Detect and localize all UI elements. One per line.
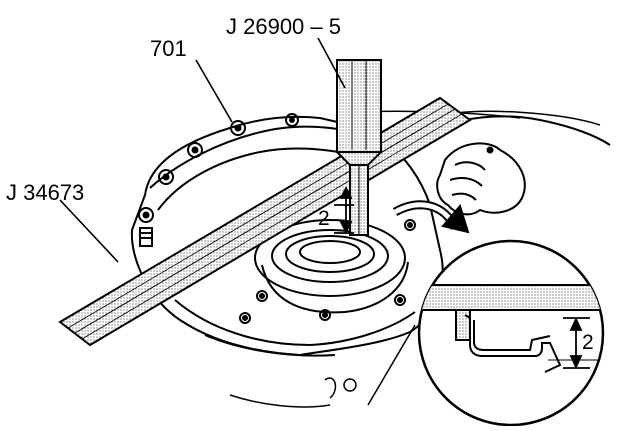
label-dimension-main: 2 [318,207,330,230]
detail-inset [417,239,605,427]
dimension-arrow-detail [563,316,590,370]
dimension-arrow-main [334,185,354,235]
depth-gauge-tool [334,59,384,236]
pump-bore [254,219,409,314]
leader-lines [59,37,346,263]
detail-pointer-arrow [392,200,470,234]
label-part-701: 701 [150,36,187,61]
label-depth-gauge: J 26900 – 5 [226,14,341,39]
hand [429,115,611,216]
label-straightedge: J 34673 [6,180,85,205]
label-dimension-detail: 2 [582,331,594,354]
